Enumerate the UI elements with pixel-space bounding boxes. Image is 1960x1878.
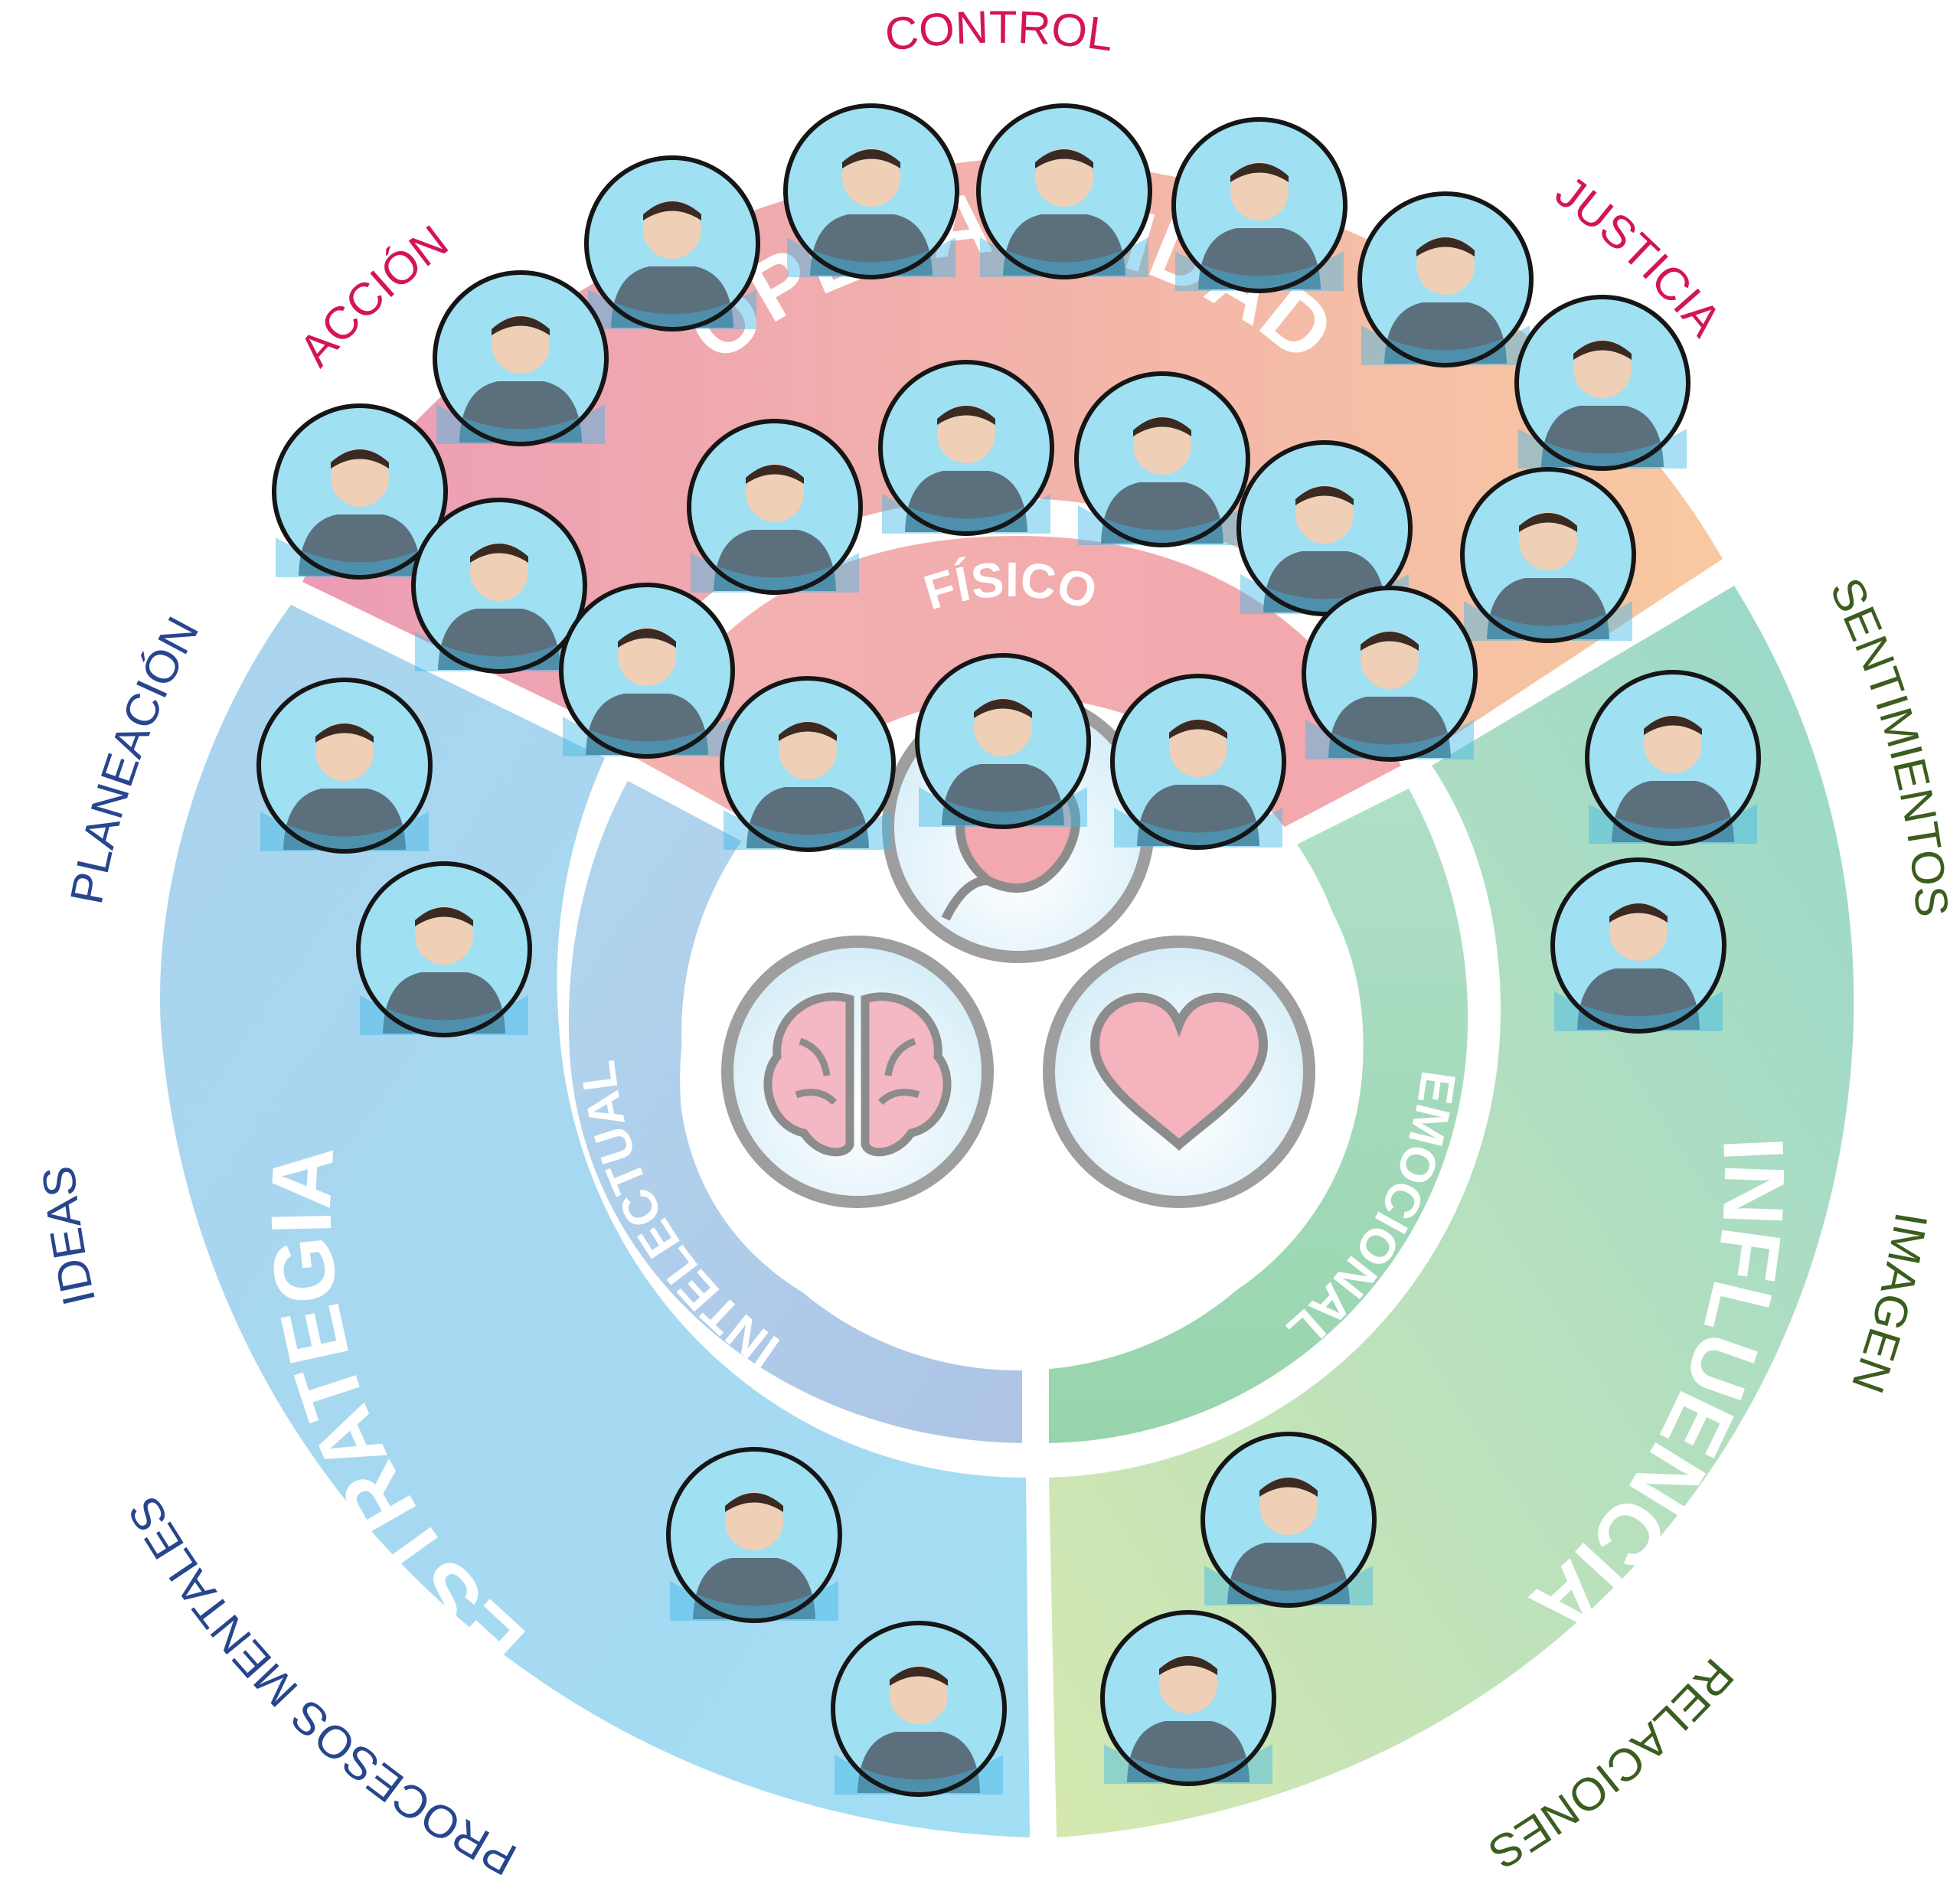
team-photo — [1587, 672, 1759, 844]
team-photo — [1076, 374, 1248, 545]
team-photo — [1360, 194, 1531, 365]
team-photo — [413, 500, 585, 671]
word-relaciones: RELACIONES — [1480, 1649, 1743, 1878]
team-photo — [689, 421, 861, 593]
team-photo — [880, 362, 1052, 534]
team-photo — [259, 680, 430, 851]
team-photo — [668, 1449, 840, 1621]
team-photo — [1553, 860, 1724, 1031]
word-ideas: IDEAS — [33, 1164, 106, 1310]
team-photo — [1517, 297, 1688, 469]
team-photo — [1203, 1434, 1374, 1605]
team-photo — [1304, 588, 1475, 759]
team-photo — [722, 678, 893, 850]
word-imagen: IMAGEN — [1842, 1209, 1938, 1400]
team-photo — [1112, 676, 1284, 848]
team-photo — [1462, 469, 1634, 641]
heart-icon — [1049, 942, 1309, 1202]
team-photo — [435, 273, 606, 444]
team-photo — [561, 585, 733, 756]
word-control: CONTROL — [882, 2, 1116, 61]
team-photo — [1102, 1612, 1274, 1784]
team-photo — [833, 1623, 1004, 1795]
word-accion: ACCIÓN — [289, 215, 457, 376]
team-photo — [586, 158, 758, 329]
team-photo — [358, 864, 530, 1035]
brain-icon — [727, 942, 988, 1202]
team-photo — [917, 655, 1089, 827]
team-photo — [978, 106, 1150, 277]
team-photo — [1174, 119, 1345, 291]
team-photo — [786, 106, 957, 277]
